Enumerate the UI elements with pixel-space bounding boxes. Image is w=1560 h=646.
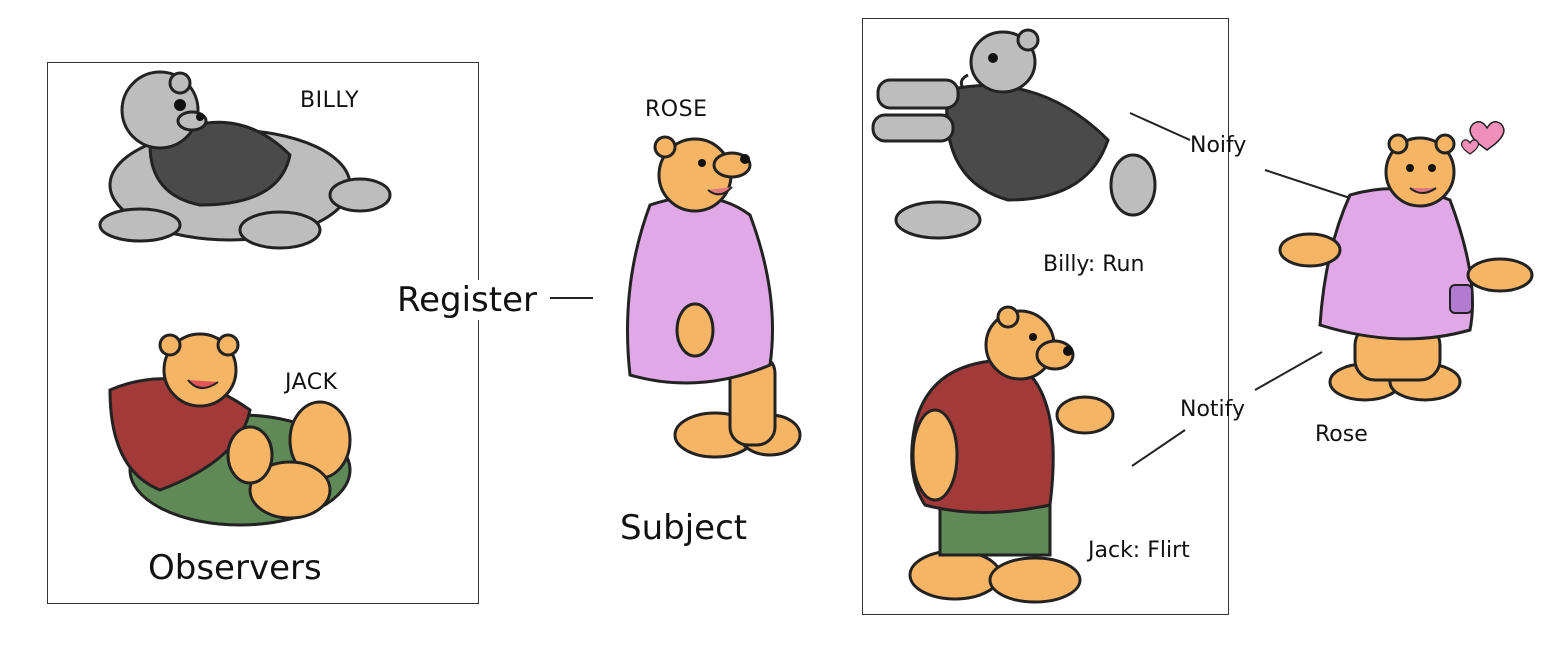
small-heart-icon [1460,139,1480,155]
notify-bottom-label: Notify [1180,397,1246,422]
rose-walking-bear [626,135,802,459]
observers-box [47,62,479,604]
observers-caption: Observers [148,548,322,588]
subject-caption: Subject [620,508,748,548]
billy-running-bear [871,28,1157,240]
notify-bottom-line-left [1131,429,1186,467]
rose-label: Rose [1315,422,1368,447]
notify-top-label: Noify [1190,133,1247,158]
rose-flirting-bear [1278,121,1534,402]
rose-name-label: ROSE [645,97,708,122]
jack-standing-bear [908,305,1115,604]
notify-top-line-left [1129,112,1191,141]
notify-bottom-line-right [1254,351,1323,391]
notify-box [862,18,1229,615]
notify-top-line-right [1264,169,1351,199]
billy-lying-bear [98,70,392,250]
jack-reaction-label: Jack: Flirt [1088,538,1190,563]
register-label: Register [393,280,541,320]
billy-reaction-label: Billy: Run [1043,252,1145,277]
jack-lying-bear [108,332,352,527]
jack-name-label: JACK [285,370,338,395]
billy-name-label: BILLY [300,88,360,113]
